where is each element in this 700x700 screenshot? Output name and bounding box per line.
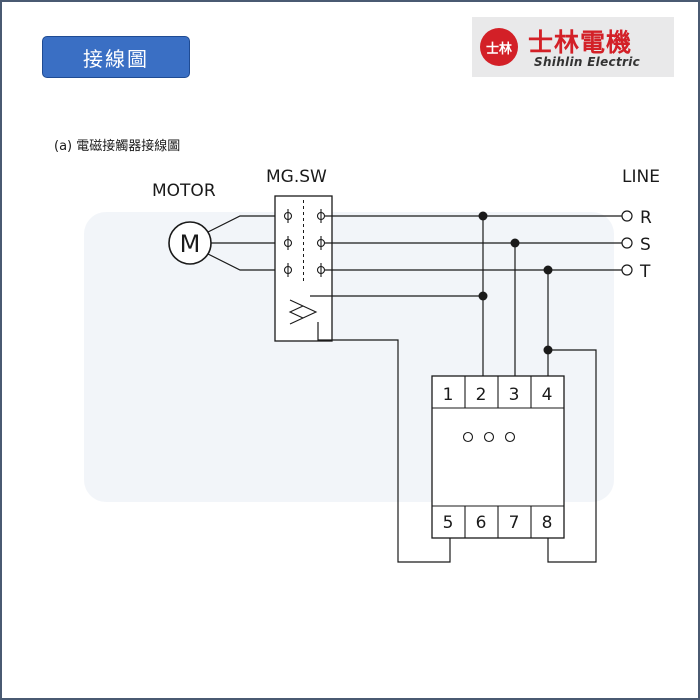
relay-terminal-4: 4 [542,385,553,405]
motor-symbol-label: M [180,230,201,258]
relay-terminal-1: 1 [443,385,454,405]
line-terminals [621,210,633,276]
brand-name-cn: 士林電機 [528,28,633,57]
overload-element [288,299,318,325]
relay-terminal-7: 7 [509,513,520,533]
page-title: 接線圖 [42,36,190,78]
phase-label-t: T [639,262,651,282]
relay-terminal-6: 6 [476,513,487,533]
contactor-label: MG.SW [266,167,327,187]
brand-logo: 士林 士林電機 Shihlin Electric [472,17,674,77]
diagram-subtitle: (a) 電磁接觸器接線圖 [54,138,180,154]
brand-mark-icon: 士林 [480,28,518,66]
relay-indicator-icons [462,431,516,443]
phase-lines [310,215,622,297]
relay-feed-wires [317,216,597,563]
relay-terminal-3: 3 [509,385,520,405]
contactor-contacts [287,209,322,277]
phase-label-r: R [640,208,652,228]
relay-terminal-8: 8 [542,513,553,533]
relay-terminal-5: 5 [443,513,454,533]
phase-label-s: S [640,235,651,255]
line-label: LINE [622,167,660,187]
brand-name-en: Shihlin Electric [534,55,641,69]
relay-terminal-2: 2 [476,385,487,405]
motor-label: MOTOR [152,181,216,201]
